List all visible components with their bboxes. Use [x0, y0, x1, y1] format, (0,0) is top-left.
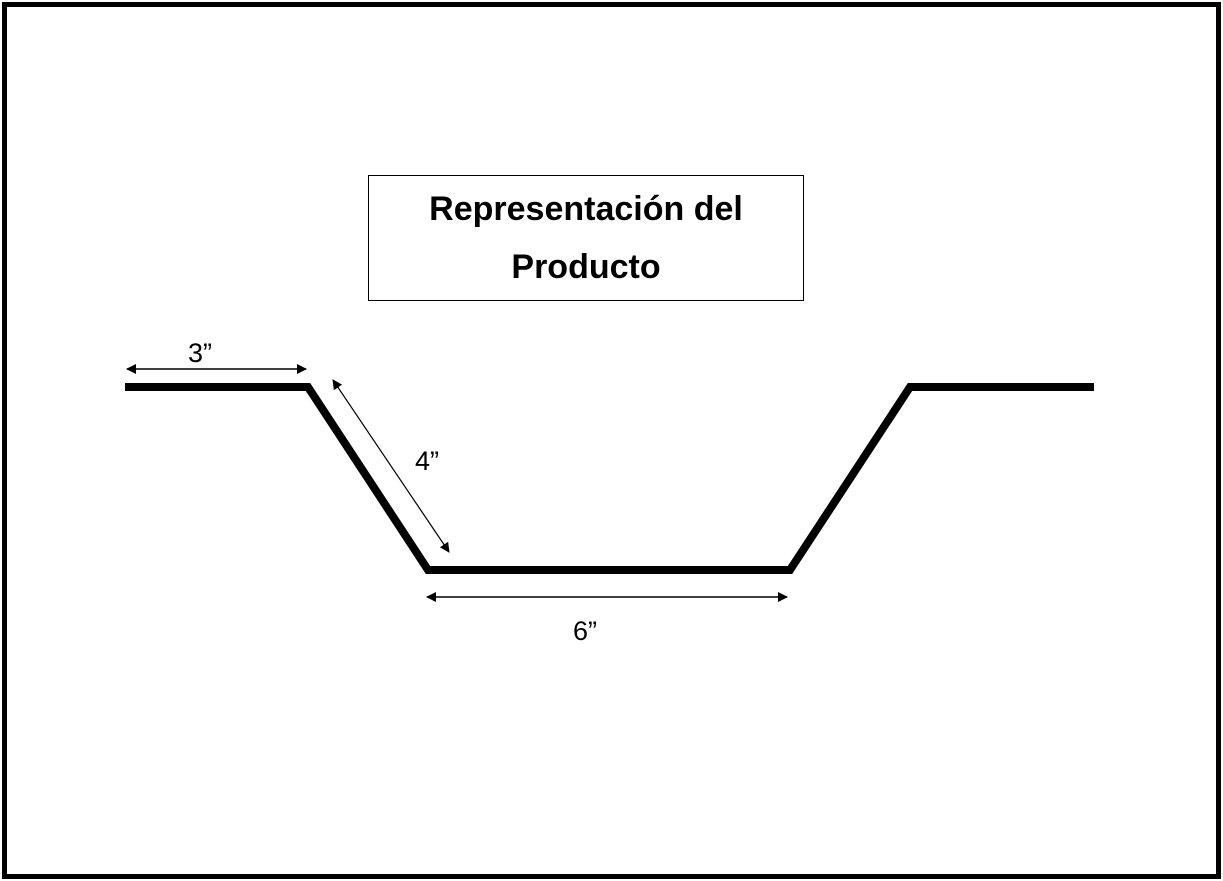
hat-profile-line [125, 383, 1094, 574]
base-dimension-label: 6” [573, 616, 597, 646]
diagram-title: Representación del Producto [429, 190, 743, 286]
side-dimension-label: 4” [415, 446, 439, 476]
title-box: Representación del Producto [368, 175, 804, 301]
flange-dimension-label: 3” [188, 338, 212, 368]
side-dimension-arrow [332, 379, 450, 553]
